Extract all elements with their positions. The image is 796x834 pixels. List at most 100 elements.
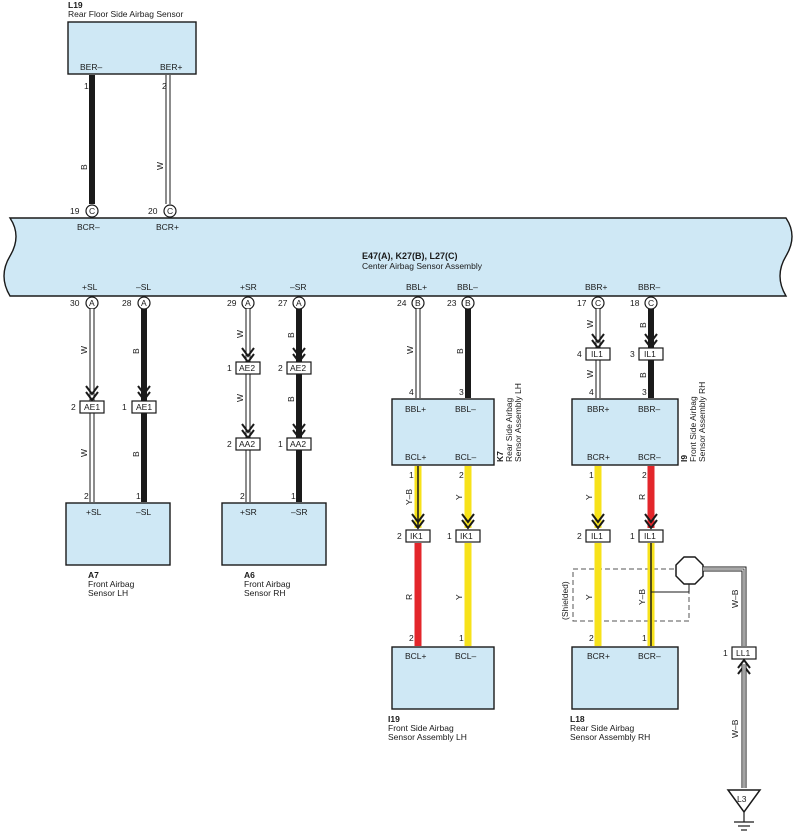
a7-conn-pin-right: 1 [122, 402, 127, 412]
i9-top-pin1-number: 4 [589, 387, 594, 397]
i9-bottom-label1: BCR+ [587, 452, 610, 462]
ground-wire2-color: W–B [730, 719, 740, 738]
a6-pin1-number: 2 [240, 491, 245, 501]
a6-connector-aa2-left [235, 437, 261, 451]
a7-wire4-color: B [131, 451, 141, 457]
a6-conna-name-right: AE2 [290, 363, 306, 373]
l18-pin2-label: BCR– [638, 651, 661, 661]
l18-pin1-label: BCR+ [587, 651, 610, 661]
l19-code: L19 [68, 0, 83, 10]
shielded-region [572, 568, 690, 622]
a7-conn-pin-left: 2 [71, 402, 76, 412]
a6-front-airbag-sensor-rh [221, 502, 327, 566]
k7-bottom-label1: BCL+ [405, 452, 427, 462]
k7-bot-pin2-number: 2 [459, 470, 464, 480]
i19-pin2-label: BCL– [455, 651, 477, 661]
ground-conn-name: LL1 [736, 648, 750, 658]
center-pin-28-number: 28 [122, 298, 132, 308]
center-pin-17-number: 17 [577, 298, 587, 308]
ground-wire1-color: W–B [730, 589, 740, 608]
center-code: E47(A), K27(B), L27(C) [362, 251, 458, 261]
a7-wire3-color: W [79, 449, 89, 457]
i19-pin2-number: 1 [459, 633, 464, 643]
a7-pin1-label: +SL [86, 507, 102, 517]
i9-bot-pin2-number: 2 [642, 470, 647, 480]
a7-code: A7 [88, 570, 99, 580]
k7-name-line1: Rear Side Airbag [504, 397, 514, 462]
k7-top-pin1-number: 4 [409, 387, 414, 397]
k7-top-pin2-number: 3 [459, 387, 464, 397]
i9-connector-il1-right [638, 347, 664, 361]
k7-wire4-color: Y [454, 494, 464, 500]
center-label-bbl-plus: BBL+ [406, 282, 427, 292]
i9-conn2-name-left: IL1 [591, 531, 603, 541]
i9-connector-arrow-3 [591, 513, 605, 530]
i19-code: I19 [388, 714, 400, 724]
center-label-plus-sl: +SL [82, 282, 98, 292]
i19-name-line2: Sensor Assembly LH [388, 732, 467, 742]
k7-wire2-color: B [455, 348, 465, 354]
center-label-minus-sr: –SR [290, 282, 307, 292]
i9-front-side-airbag-sensor-rh [571, 398, 679, 466]
k7-conn-name-left: IK1 [410, 531, 423, 541]
k7-connector-arrow-2 [461, 513, 475, 530]
wire-ground-wb-stripe [703, 568, 745, 646]
center-label-bbl-minus: BBL– [457, 282, 478, 292]
i19-pin1-label: BCL+ [405, 651, 427, 661]
i9-conn-name-right: IL1 [644, 349, 656, 359]
i19-name-line1: Front Side Airbag [388, 723, 454, 733]
l19-pin2-label: BER+ [160, 62, 182, 72]
l19-name: Rear Floor Side Airbag Sensor [68, 9, 183, 19]
center-pin-17-letter: C [595, 298, 601, 308]
a6-code: A6 [244, 570, 255, 580]
k7-connector-ik1-right [455, 529, 481, 543]
a7-connector-ae1-right [131, 400, 157, 414]
center-pin-20 [163, 204, 177, 218]
l18-pin1-number: 2 [589, 633, 594, 643]
center-label-bbr-minus: BBR– [638, 282, 660, 292]
a7-wire1-color: W [79, 346, 89, 354]
a7-wire2-color: B [131, 348, 141, 354]
center-pin-27-number: 27 [278, 298, 288, 308]
l18-name-line2: Sensor Assembly RH [570, 732, 650, 742]
center-pin-20-number: 20 [148, 206, 158, 216]
l18-pin2-number: 1 [642, 633, 647, 643]
l19-pin1-label: BER– [80, 62, 102, 72]
a7-connector-arrow-2 [137, 385, 151, 402]
i9-wire3-color: W [585, 370, 595, 378]
a7-connector-arrow-1 [85, 385, 99, 402]
k7-bot-pin1-number: 1 [409, 470, 414, 480]
shield-drain-line [651, 584, 690, 593]
ground-conn-pin: 1 [723, 648, 728, 658]
i9-connector2-il1-left [585, 529, 611, 543]
a7-pin2-label: –SL [136, 507, 151, 517]
l19-sensor-box [67, 21, 197, 75]
center-label-minus-sl: –SL [136, 282, 151, 292]
k7-wire1-color: W [405, 346, 415, 354]
a7-name-line1: Front Airbag [88, 579, 135, 589]
l19-pin1-number: 1 [84, 81, 89, 91]
k7-wire5-color: R [404, 594, 414, 600]
a6-pin2-number: 1 [291, 491, 296, 501]
a7-connector-ae1-left [79, 400, 105, 414]
l19-wire1-color: B [79, 164, 89, 170]
center-label-bcr-minus: BCR– [77, 222, 100, 232]
i9-wire6-color: R [637, 494, 647, 500]
a6-wire2-color: B [286, 332, 296, 338]
shield-junction-octagon [675, 556, 704, 585]
i9-top-pin2-number: 3 [642, 387, 647, 397]
a6-connb-pin-left: 2 [227, 439, 232, 449]
i9-connector-il1-left [585, 347, 611, 361]
i19-pin1-number: 2 [409, 633, 414, 643]
center-pin-29-letter: A [245, 298, 251, 308]
a6-name-line1: Front Airbag [244, 579, 291, 589]
center-label-plus-sr: +SR [240, 282, 257, 292]
a6-connector-ae2-right [286, 361, 312, 375]
i9-bottom-label2: BCR– [638, 452, 661, 462]
i9-conn2-pin-right: 1 [630, 531, 635, 541]
i9-name-line2: Sensor Assembly RH [697, 382, 707, 462]
ground-point-label: L3 [737, 794, 747, 804]
a6-name-line2: Sensor RH [244, 588, 286, 598]
i9-connector2-il1-right [638, 529, 664, 543]
